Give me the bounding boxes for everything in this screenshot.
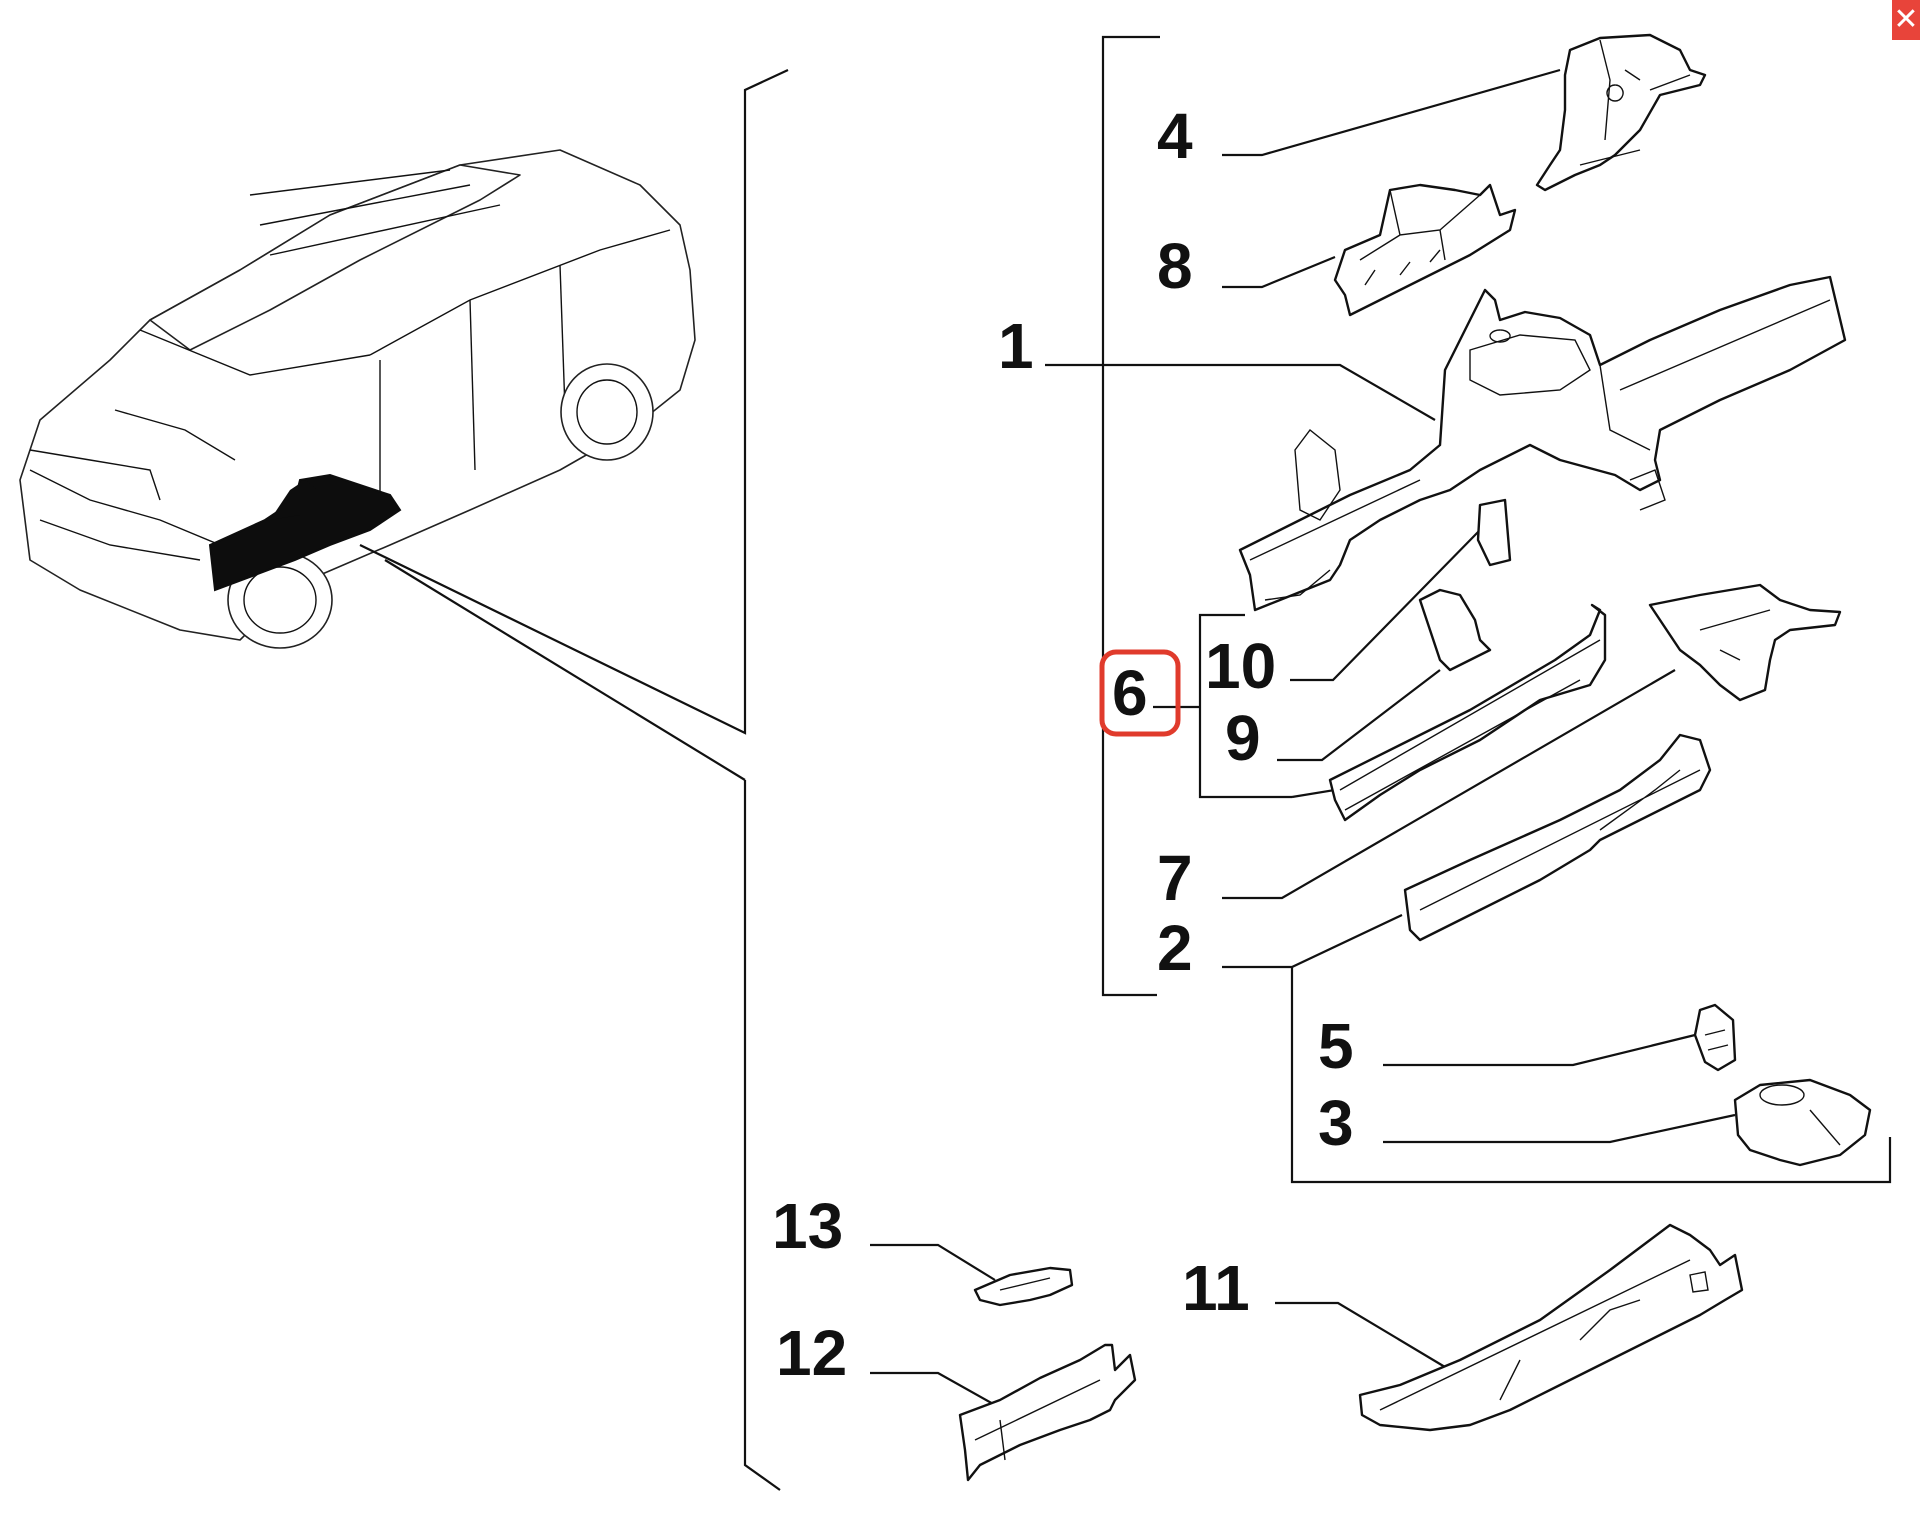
car-illustration	[19, 149, 696, 649]
part-9-drawing	[1328, 588, 1607, 822]
callout-1[interactable]: 1	[998, 310, 1034, 382]
part-8-drawing	[1333, 183, 1517, 317]
callout-10[interactable]: 10	[1205, 630, 1276, 702]
part-11-drawing	[1358, 1223, 1744, 1432]
callout-11[interactable]: 11	[1182, 1252, 1250, 1324]
callout-12[interactable]: 12	[776, 1317, 847, 1389]
callout-6[interactable]: 6	[1112, 657, 1148, 729]
part-3-drawing	[1733, 1078, 1872, 1167]
callout-8[interactable]: 8	[1157, 230, 1193, 302]
callout-9[interactable]: 9	[1225, 702, 1261, 774]
part-7-drawing	[1648, 583, 1842, 702]
callout-4[interactable]: 4	[1157, 100, 1193, 172]
callout-labels: 4 8 1 10 6 9 7 2 5 3 13 12 11	[772, 100, 1354, 1389]
part-4-drawing	[1535, 33, 1707, 192]
callout-5[interactable]: 5	[1318, 1010, 1354, 1082]
callout-6-highlight	[1099, 649, 1181, 737]
callout-7[interactable]: 7	[1157, 842, 1193, 914]
part-12-drawing	[958, 1343, 1137, 1482]
callout-13[interactable]: 13	[772, 1190, 843, 1262]
part-13-drawing	[973, 1266, 1074, 1307]
part-1-drawing	[1238, 275, 1847, 612]
part-10-drawing	[1476, 498, 1512, 567]
part-2-drawing	[1403, 733, 1712, 942]
callout-3[interactable]: 3	[1318, 1087, 1354, 1159]
part-5-drawing	[1693, 1003, 1737, 1072]
callout-2[interactable]: 2	[1157, 912, 1193, 984]
close-icon[interactable]: ✕	[1892, 0, 1920, 40]
leader-lines	[359, 35, 1892, 1491]
